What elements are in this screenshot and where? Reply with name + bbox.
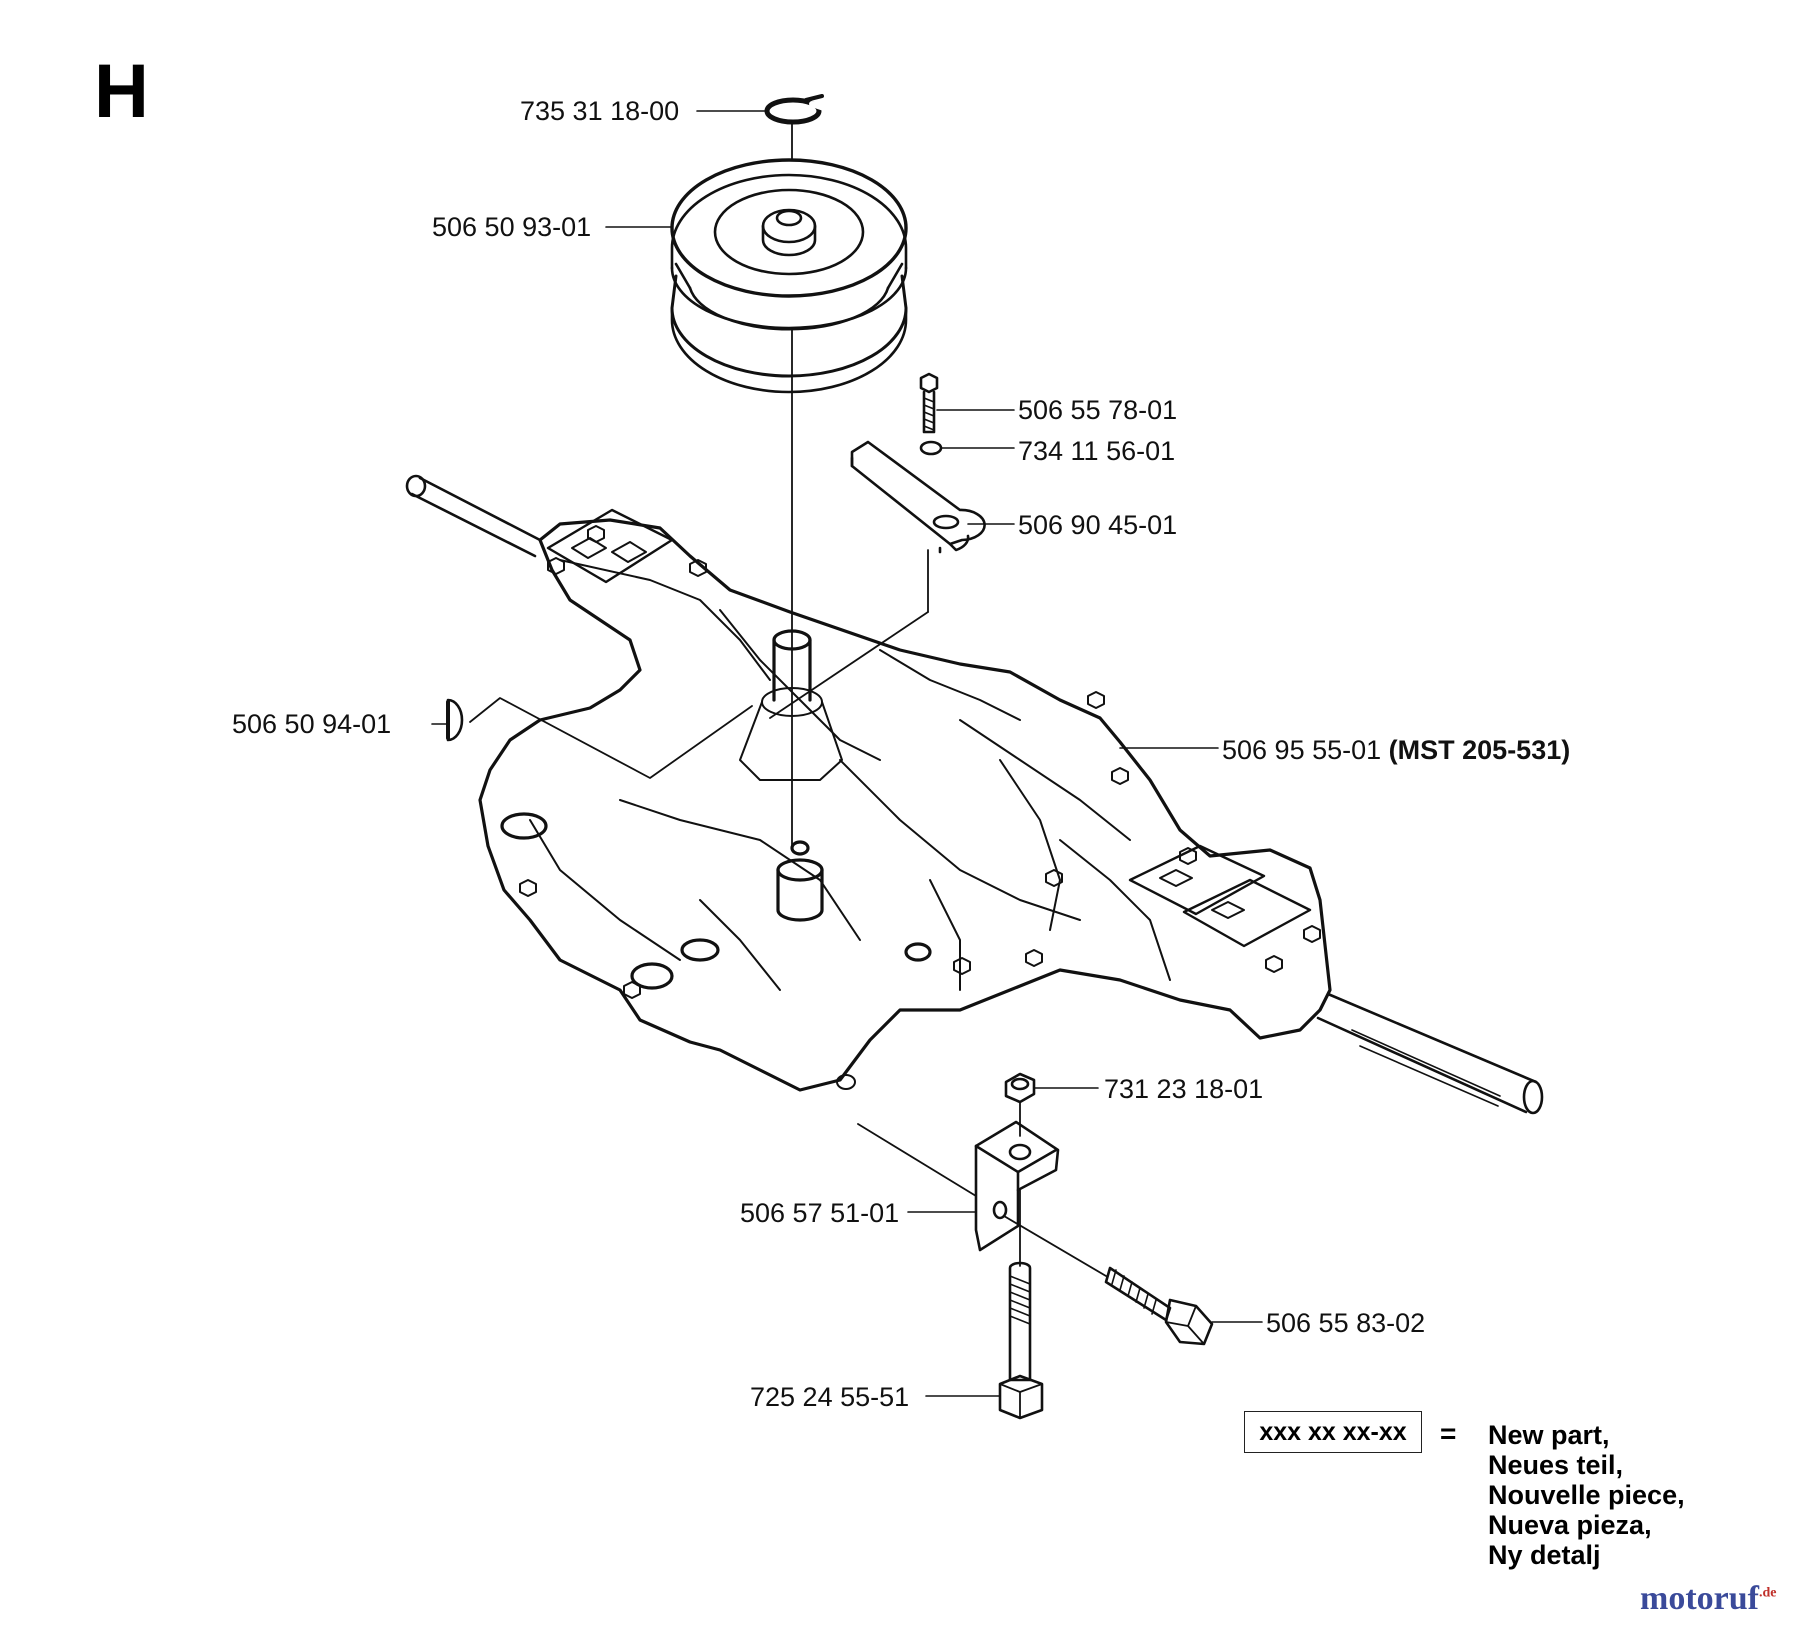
part-number-bracket[interactable]: 506 57 51-01 (740, 1198, 900, 1228)
circlip-icon (764, 94, 827, 125)
legend-text: New part, Neues teil, Nouvelle piece, Nu… (1488, 1420, 1685, 1570)
legend-line-sv: Ny detalj (1488, 1540, 1601, 1570)
part-number-key[interactable]: 506 50 94-01 (232, 709, 392, 739)
plate-leader-line (769, 611, 929, 719)
bolt-icon (919, 372, 939, 434)
part-number-transaxle-number: 506 95 55-01 (1222, 735, 1382, 765)
key-leader-line (469, 697, 753, 779)
section-letter: H (94, 49, 149, 134)
part-number-washer[interactable]: 734 11 56-01 (1018, 436, 1176, 466)
part-number-link-plate[interactable]: 506 90 45-01 (1018, 510, 1178, 540)
legend-equals: = (1440, 1418, 1457, 1449)
transaxle-housing-icon (478, 508, 1332, 1092)
bolt-axis-line (1003, 1215, 1107, 1277)
link-plate-icon (850, 440, 986, 554)
bracket-icon (974, 1120, 1060, 1252)
part-number-pulley[interactable]: 506 50 93-01 (432, 212, 592, 242)
part-number-transaxle[interactable]: 506 95 55-01 (MST 205-531) (1222, 737, 1570, 764)
nut-icon (1004, 1072, 1036, 1104)
part-number-hex-bolt[interactable]: 506 55 83-02 (1266, 1308, 1426, 1338)
key-icon (446, 698, 464, 742)
part-number-carriage-bolt[interactable]: 725 24 55-51 (750, 1382, 910, 1412)
hex-bolt-icon (1104, 1266, 1214, 1346)
watermark-suffix: .de (1758, 1585, 1777, 1601)
right-axle-icon (1316, 992, 1544, 1115)
legend-line-es: Nueva pieza, (1488, 1510, 1652, 1540)
legend-line-fr: Nouvelle piece, (1488, 1480, 1685, 1510)
bracket-leader-line (857, 1123, 977, 1197)
washer-icon (919, 440, 943, 456)
carriage-bolt-icon (998, 1261, 1044, 1420)
part-number-nut[interactable]: 731 23 18-01 (1104, 1074, 1264, 1104)
legend-line-en: New part, (1488, 1420, 1610, 1450)
label-leader-lines (431, 110, 1263, 1397)
left-axle-icon (405, 474, 542, 558)
part-number-circlip[interactable]: 735 31 18-00 (520, 96, 680, 126)
pulley-icon (670, 158, 908, 394)
part-number-transaxle-note: (MST 205-531) (1388, 735, 1571, 765)
part-number-bolt[interactable]: 506 55 78-01 (1018, 395, 1178, 425)
watermark-name: motoruf (1640, 1580, 1759, 1617)
legend-sample-box: xxx xx xx-xx (1244, 1411, 1422, 1453)
legend-line-de: Neues teil, (1488, 1450, 1624, 1480)
watermark-logo: motoruf.de (1640, 1582, 1776, 1616)
